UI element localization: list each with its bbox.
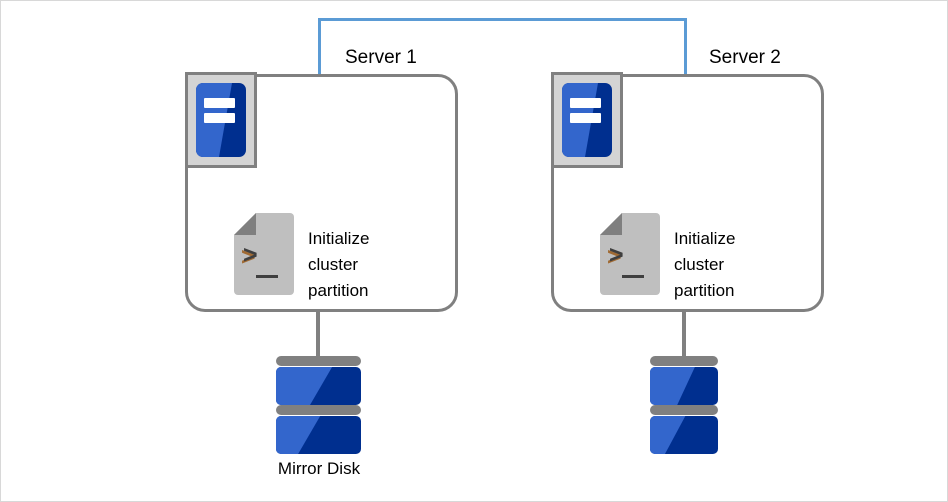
script-page-fold	[234, 213, 256, 235]
server-icon-body	[562, 83, 612, 157]
interconnect-left-drop-line	[318, 18, 321, 76]
interconnect-horizontal-line	[318, 18, 687, 21]
script-prompt-glyph: >	[609, 241, 624, 269]
disk-platter-upper-highlight	[650, 367, 695, 405]
disk-platter-lower-highlight	[276, 416, 321, 454]
disk-platter-upper	[650, 367, 718, 405]
server-1-disk-connector	[316, 309, 320, 361]
script-prompt-glyph: >	[243, 241, 258, 269]
server-icon-bar-bottom	[570, 113, 601, 124]
server-1-task-text: Initialize cluster partition	[308, 229, 370, 300]
disk-bar-top	[276, 356, 361, 366]
server-2-disk-connector	[682, 309, 686, 361]
script-console-icon: >	[600, 213, 660, 295]
script-cursor-underscore	[256, 275, 278, 278]
server-icon-bar-top	[570, 97, 601, 108]
server-2-label: Server 2	[709, 47, 781, 68]
disk-platter-upper	[276, 367, 361, 405]
disk-bar-middle	[650, 405, 718, 415]
interconnect-right-drop-line	[684, 18, 687, 76]
server-icon-bar-top	[204, 97, 235, 108]
server-icon-body	[196, 83, 246, 157]
server-1-label: Server 1	[345, 47, 417, 68]
server-icon	[551, 72, 623, 168]
server-2-box	[551, 74, 824, 312]
script-console-icon: >	[234, 213, 294, 295]
disk-platter-lower	[276, 416, 361, 454]
server-2-task-text: Initialize cluster partition	[674, 229, 736, 300]
disk-platter-lower	[650, 416, 718, 454]
mirror-disk-1	[276, 356, 361, 454]
mirror-disk-1-label: Mirror Disk	[277, 459, 361, 478]
script-page-fold	[600, 213, 622, 235]
disk-bar-top	[650, 356, 718, 366]
script-cursor-underscore	[622, 275, 644, 278]
server-icon	[185, 72, 257, 168]
disk-bar-middle	[276, 405, 361, 415]
server-icon-bar-bottom	[204, 113, 235, 124]
disk-platter-upper-highlight	[276, 367, 333, 405]
disk-platter-lower-highlight	[650, 416, 686, 454]
mirror-disk-2	[650, 356, 718, 454]
